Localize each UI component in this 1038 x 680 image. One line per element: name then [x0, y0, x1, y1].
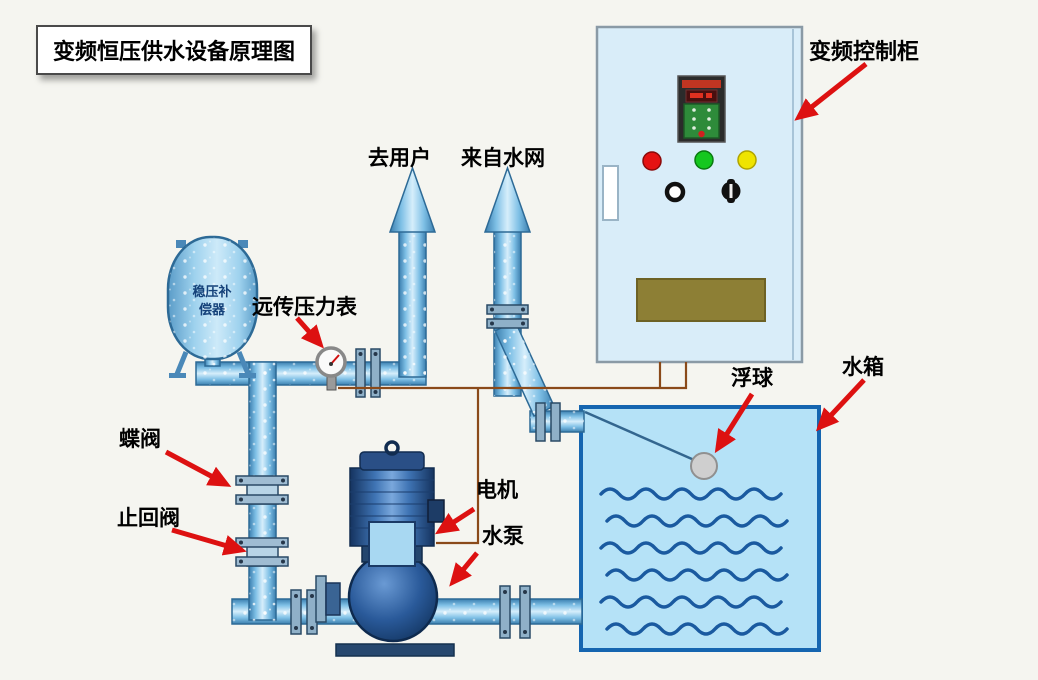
arrow-to-float — [714, 392, 755, 454]
flow-arrow-to-users — [388, 165, 437, 233]
label-check-valve: 止回阀 — [117, 507, 180, 530]
flow-arrow-from-network — [483, 165, 532, 233]
pipes — [195, 165, 585, 625]
label-from-network: 来自水网 — [461, 147, 545, 170]
indicator-light-red — [642, 151, 662, 171]
label-water-tank: 水箱 — [842, 356, 884, 379]
butterfly-valve — [235, 475, 289, 505]
knob-button[interactable] — [664, 181, 686, 203]
pump-nameplate — [368, 521, 416, 567]
motor-junction-box — [427, 499, 445, 523]
label-pump: 水泵 — [482, 525, 524, 548]
pressure-gauge — [315, 346, 347, 391]
selector-switch[interactable] — [721, 179, 741, 203]
arrow-to-pump — [449, 551, 479, 587]
arrow-to-cabinet — [794, 62, 868, 121]
motor — [349, 440, 445, 567]
label-float-ball: 浮球 — [731, 367, 773, 390]
float-ball-assembly — [584, 410, 718, 480]
label-pressure-gauge: 远传压力表 — [252, 296, 357, 319]
label-control-cabinet: 变频控制柜 — [809, 39, 920, 64]
check-valve — [235, 537, 289, 567]
arrow-to-check-valve — [171, 527, 247, 556]
page-title: 变频恒压供水设备原理图 — [36, 25, 313, 75]
control-wires — [338, 362, 688, 545]
arrow-to-butterfly-valve — [164, 449, 232, 487]
pump-base — [335, 643, 455, 657]
indicator-lights — [642, 150, 757, 171]
label-to-users: 去用户 — [368, 147, 431, 170]
pipe-flanges — [290, 304, 561, 639]
arrow-to-tank — [815, 378, 866, 432]
float-ball — [690, 452, 718, 480]
pressure-vessel-label-line2: 偿器 — [198, 302, 225, 317]
cabinet-bottom-panel — [636, 278, 766, 322]
arrow-to-motor — [434, 506, 476, 535]
label-motor: 电机 — [476, 479, 518, 502]
indicator-light-green — [694, 150, 714, 170]
cabinet-slot — [602, 165, 619, 221]
indicator-light-yellow — [737, 150, 757, 170]
label-butterfly-valve: 蝶阀 — [119, 428, 161, 451]
control-cabinet — [595, 25, 804, 364]
vfd-unit — [677, 75, 726, 143]
arrow-to-gauge — [295, 316, 324, 349]
pump-assembly — [315, 440, 455, 657]
water-tank — [579, 405, 821, 652]
pressure-compensator-vessel — [166, 235, 259, 378]
annotation-arrows — [164, 62, 868, 587]
pressure-vessel-label-line1: 稳压补 — [192, 284, 232, 299]
